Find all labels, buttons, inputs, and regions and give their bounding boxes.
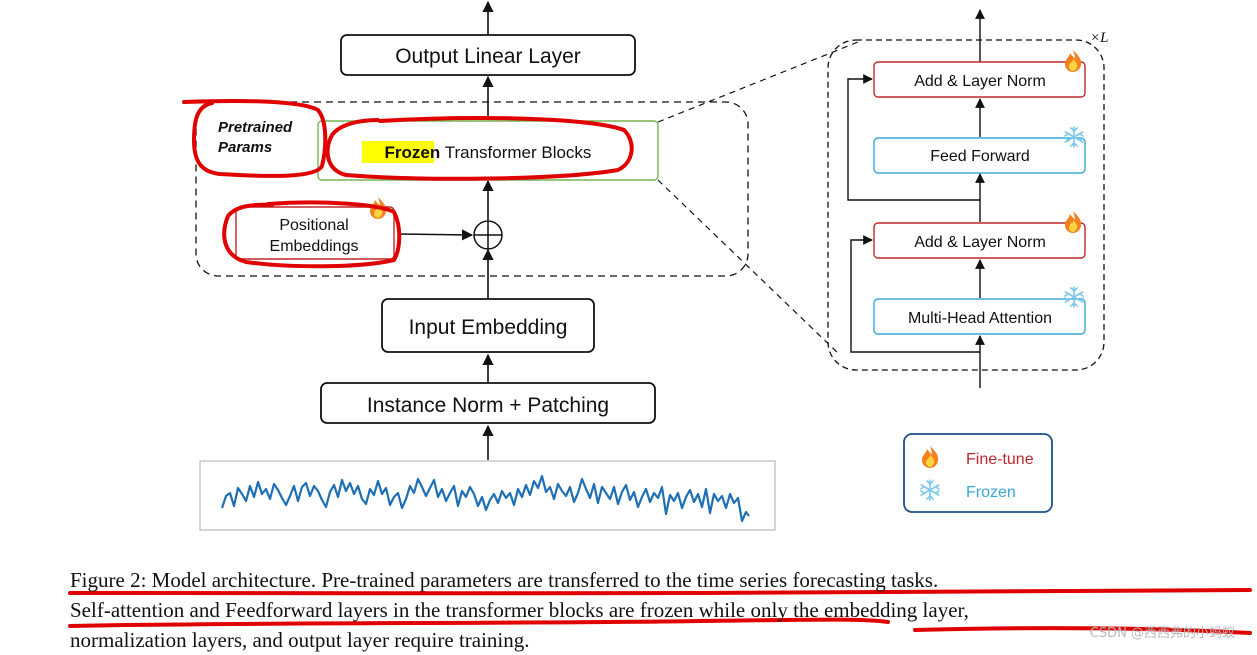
watermark: CSDN @西西弗的小蚂蚁	[1089, 626, 1235, 641]
pretrained-params-label-2: Params	[218, 139, 272, 156]
fire-icon-3	[1065, 211, 1082, 233]
positional-embeddings-label-2: Embeddings	[270, 238, 359, 255]
main-flow-arrows	[397, 0, 494, 460]
pretrained-params-label: Pretrained	[218, 119, 293, 136]
block-arrows	[847, 9, 985, 388]
zoom-lines	[657, 41, 859, 356]
positional-embeddings-label: Positional	[279, 217, 348, 234]
positional-embeddings-box	[235, 206, 395, 260]
add-operator-icon	[473, 220, 503, 250]
caption-line-3: normalization layers, and output layer r…	[70, 628, 530, 652]
legend-frozen-label: Frozen	[966, 484, 1016, 501]
legend-box	[903, 433, 1053, 513]
output-linear-layer-label: Output Linear Layer	[395, 45, 581, 68]
repeat-label: ×L	[1090, 30, 1108, 46]
add-norm-top-box	[873, 61, 1086, 98]
frozen-word: Frozen	[385, 143, 441, 162]
add-norm-bottom-label: Add & Layer Norm	[914, 234, 1046, 251]
feed-forward-box	[873, 137, 1086, 174]
pretrained-params-container	[195, 101, 749, 277]
legend-fine-tune-label: Fine-tune	[966, 451, 1034, 468]
add-norm-bottom-box	[873, 222, 1086, 259]
caption-line-1: Figure 2: Model architecture. Pre-traine…	[70, 568, 939, 592]
frozen-highlight	[362, 141, 434, 163]
input-embedding-label: Input Embedding	[409, 316, 568, 339]
instance-norm-label: Instance Norm + Patching	[367, 394, 609, 417]
transformer-blocks-label: Frozen Transformer Blocks	[385, 143, 592, 162]
figure-caption: Figure 2: Model architecture. Pre-traine…	[70, 565, 1250, 655]
fire-icon-2	[1065, 50, 1082, 72]
time-series-line	[220, 474, 750, 523]
output-linear-layer-box	[340, 34, 636, 76]
red-annotations	[68, 98, 1252, 635]
transformer-blocks-word: Transformer Blocks	[440, 143, 591, 162]
feed-forward-label: Feed Forward	[930, 148, 1030, 165]
add-norm-top-label: Add & Layer Norm	[914, 73, 1046, 90]
instance-norm-box	[320, 382, 656, 424]
caption-line-2: Self-attention and Feedforward layers in…	[70, 598, 969, 622]
attention-box	[873, 298, 1086, 335]
time-series-frame	[199, 460, 776, 531]
attention-label: Multi-Head Attention	[908, 310, 1052, 327]
transformer-block-detail	[827, 39, 1105, 371]
input-embedding-box	[381, 298, 595, 353]
